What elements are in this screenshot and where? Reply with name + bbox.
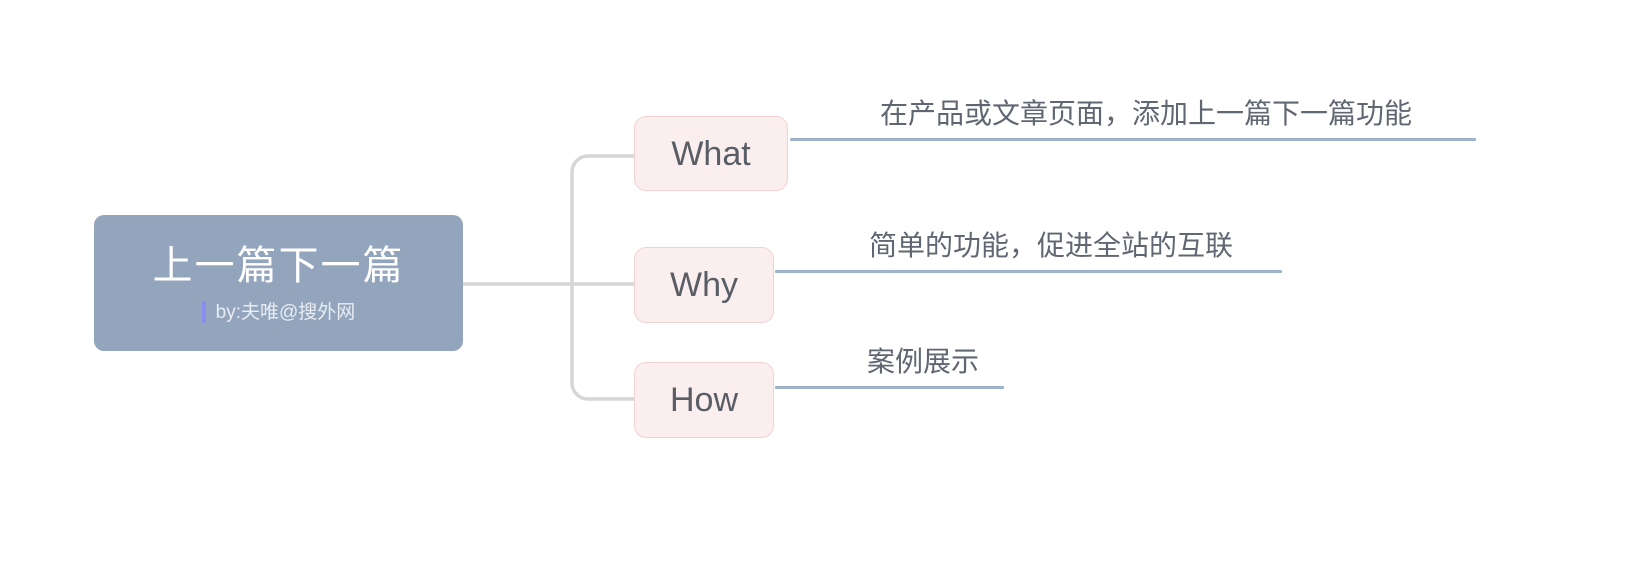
leaf-why[interactable]: 简单的功能，促进全站的互联 [775, 232, 1282, 273]
leaf-underline-what [790, 138, 1476, 141]
leaf-underline-how [775, 386, 1004, 389]
leaf-how[interactable]: 案例展示 [775, 348, 1004, 389]
connector-branch-what [570, 154, 637, 173]
leaf-text-how: 案例展示 [867, 346, 980, 377]
leaf-what[interactable]: 在产品或文章页面，添加上一篇下一篇功能 [790, 100, 1476, 141]
branch-label-why: Why [670, 266, 738, 304]
root-subtitle: by:夫唯@搜外网 [201, 301, 356, 323]
branch-label-how: How [669, 381, 739, 419]
root-subtitle-text: by:夫唯@搜外网 [215, 301, 356, 323]
root-node[interactable]: 上一篇下一篇 by:夫唯@搜外网 [94, 215, 463, 351]
branch-node-why[interactable]: Why [634, 247, 774, 323]
leaf-underline-why [775, 270, 1282, 273]
accent-bar-icon [201, 301, 206, 323]
branch-node-how[interactable]: How [634, 362, 774, 438]
root-title: 上一篇下一篇 [152, 244, 405, 288]
branch-node-what[interactable]: What [634, 116, 788, 191]
branch-label-what: What [671, 134, 751, 173]
leaf-text-what: 在产品或文章页面，添加上一篇下一篇功能 [880, 98, 1413, 129]
connector-branch-how [570, 382, 637, 401]
leaf-text-why: 简单的功能，促进全站的互联 [869, 230, 1234, 261]
